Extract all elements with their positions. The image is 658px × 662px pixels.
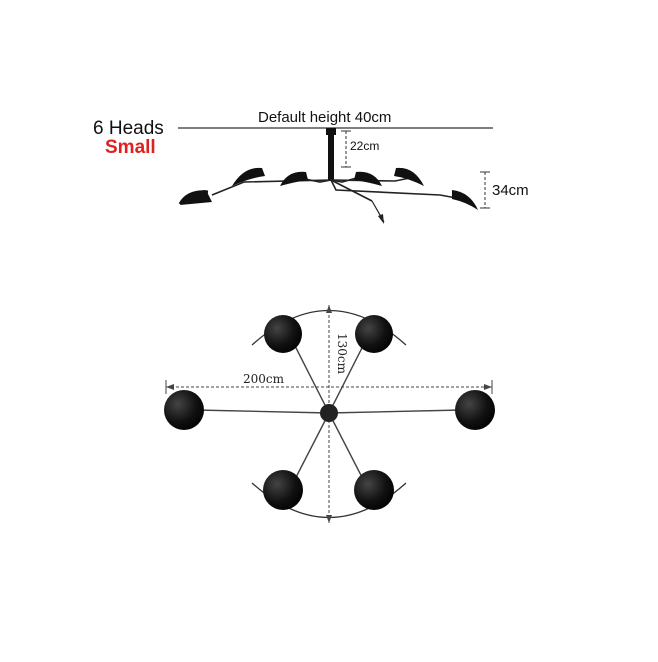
lamp-head-top-right	[355, 315, 393, 353]
side-arms	[211, 176, 463, 202]
depth-label: 130cm	[335, 333, 349, 375]
top-view: 200cm 130cm	[164, 305, 495, 523]
size-label: Small	[105, 137, 156, 158]
drop-dimension: 22cm	[341, 130, 379, 168]
lamp-shade-side	[354, 171, 382, 186]
depth-dimension: 130cm	[326, 305, 349, 523]
center-hub	[320, 404, 338, 422]
lamp-shade-side	[452, 190, 478, 210]
lamp-head-bottom-left	[263, 470, 303, 510]
lamp-head-bottom-right	[354, 470, 394, 510]
lamp-shade-side	[232, 167, 265, 186]
lamp-head-top-left	[264, 315, 302, 353]
lamp-head-right	[455, 390, 495, 430]
lamp-shade-side	[280, 171, 308, 186]
lamp-head-left	[164, 390, 204, 430]
default-height-label: Default height 40cm	[258, 109, 391, 126]
head-height-dimension: 34cm	[480, 171, 529, 209]
side-view: 6 Heads Small Default height 40cm 22cm 3…	[93, 109, 529, 224]
drop-label: 22cm	[350, 139, 379, 153]
width-label: 200cm	[243, 372, 285, 386]
top-arms	[195, 339, 463, 486]
center-stem	[328, 135, 334, 181]
arm-arrow	[378, 214, 384, 224]
heads-count-label: 6 Heads	[93, 118, 164, 139]
lamp-shade-side	[394, 167, 424, 186]
ceiling-canopy	[326, 128, 336, 135]
head-height-label: 34cm	[492, 182, 529, 199]
